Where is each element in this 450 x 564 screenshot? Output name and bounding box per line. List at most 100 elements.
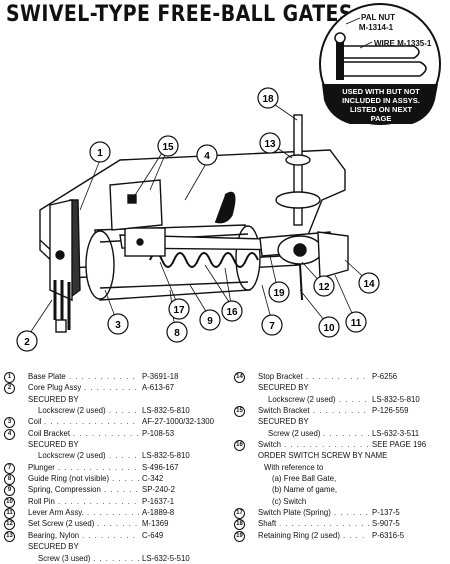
- leader-dots: . . . . . . . . . . . . . . . . . . . . …: [104, 485, 139, 495]
- wire-label: WIRE M-1335-1: [374, 39, 432, 48]
- fastener-name: Lockscrew (2 used): [268, 394, 336, 404]
- part-name: Guide Ring (not visible): [28, 474, 110, 484]
- callout-2: 2: [16, 330, 38, 352]
- secured-by-note: ORDER SWITCH SCREW BY NAME: [258, 451, 388, 461]
- part-callout-number: 19: [234, 530, 245, 542]
- part-callout-number: 16: [234, 440, 245, 452]
- part-callout-number: 12: [4, 519, 15, 531]
- part-number: SEE PAGE 196: [372, 440, 427, 450]
- parts-list-row: (a) Free Ball Gate,: [234, 473, 448, 484]
- part-name: Switch Bracket: [258, 406, 310, 416]
- part-name: Base Plate: [28, 372, 66, 381]
- part-number: P-108-53: [142, 428, 175, 438]
- parts-list-row: 16 Switch. . . . . . . . . . . . . . . . …: [234, 439, 448, 452]
- pal-nut-inset: PAL NUT M-1314-1 WIRE M-1335-1 USED WITH…: [319, 3, 441, 125]
- callout-18: 18: [257, 87, 279, 109]
- parts-list-row: Lockscrew (2 used). . . . . . . . . . . …: [4, 405, 218, 416]
- leader-dots: . . . . . . . . . . . . . . . . . . . . …: [306, 372, 369, 381]
- inset-note-line-3: LISTED ON NEXT: [350, 105, 413, 114]
- part-number: C-342: [142, 474, 164, 484]
- part-number: P-1637-1: [142, 496, 175, 506]
- part-callout-number: 7: [4, 462, 15, 474]
- part-callout-number: 14: [234, 372, 245, 383]
- callout-9: 9: [199, 309, 221, 331]
- svg-text:11: 11: [351, 318, 362, 329]
- part-callout-number: 13: [4, 530, 15, 542]
- leader-dots: . . . . . . . . . . . . . . . . . . . . …: [343, 530, 369, 540]
- parts-list-row: SECURED BY: [234, 416, 448, 427]
- fastener-name: Lockscrew (2 used): [38, 406, 106, 416]
- part-number: LS-832-5-810: [142, 406, 190, 416]
- callout-markers: 1 2 3 4 15 18 13 14 12 19 16 17 9 8 7 10…: [16, 87, 380, 352]
- page-title: SWIVEL-TYPE FREE-BALL GATES: [6, 2, 353, 27]
- parts-list-row: 14 Stop Bracket. . . . . . . . . . . . . …: [234, 371, 448, 383]
- exploded-diagram: PAL NUT M-1314-1 WIRE M-1335-1 USED WITH…: [16, 3, 441, 352]
- leader-dots: . . . . . . . . . . . . . . . . . . . . …: [97, 519, 139, 529]
- part-number: P-126-559: [372, 406, 409, 416]
- leader-dots: . . . . . . . . . . . . . . . . . . . . …: [284, 440, 369, 450]
- svg-text:4: 4: [204, 151, 210, 162]
- secured-by-note: SECURED BY: [28, 394, 79, 404]
- reference-note: With reference to: [264, 462, 324, 472]
- part-number: C-649: [142, 530, 164, 540]
- leader-dots: . . . . . . . . . . . . . . . . . . . . …: [58, 462, 139, 472]
- part-callout-number: 3: [4, 417, 15, 429]
- parts-list-row: 8 Guide Ring (not visible). . . . . . . .…: [4, 473, 218, 486]
- svg-text:13: 13: [264, 139, 276, 150]
- part-number: M-1369: [142, 519, 169, 529]
- part-callout-number: 4: [4, 428, 15, 440]
- svg-text:15: 15: [162, 142, 174, 153]
- leader-dots: . . . . . . . . . . . . . . . . . . . . …: [84, 383, 139, 393]
- part-name: Coil Bracket: [28, 428, 71, 438]
- part-name: Shaft: [258, 519, 277, 529]
- part-name: Stop Bracket: [258, 372, 303, 381]
- fastener-name: Screw (2 used): [268, 428, 321, 438]
- svg-text:17: 17: [173, 305, 185, 316]
- part-callout-number: 11: [4, 508, 15, 520]
- svg-text:7: 7: [269, 321, 275, 332]
- secured-by-note: SECURED BY: [28, 440, 79, 450]
- part-name: Spring, Compression: [28, 485, 101, 495]
- parts-list-row: SECURED BY: [234, 382, 448, 393]
- parts-list-row: (b) Name of game,: [234, 484, 448, 495]
- part-number: LS-832-5-810: [142, 451, 190, 461]
- svg-text:9: 9: [207, 316, 213, 327]
- pal-nut-part: M-1314-1: [359, 23, 394, 32]
- inset-note-line-4: PAGE: [371, 114, 392, 123]
- svg-text:2: 2: [24, 337, 30, 348]
- reference-item: (a) Free Ball Gate,: [272, 474, 337, 484]
- part-name: Plunger: [28, 462, 55, 472]
- parts-list-row: Lockscrew (2 used). . . . . . . . . . . …: [234, 394, 448, 405]
- callout-1: 1: [89, 141, 111, 163]
- callout-3: 3: [107, 313, 129, 335]
- fastener-name: Lockscrew (2 used): [38, 451, 106, 461]
- part-number: S-496-167: [142, 462, 179, 472]
- part-name: Switch: [258, 440, 281, 450]
- secured-by-note: SECURED BY: [28, 542, 79, 552]
- part-number: LS-632-5-510: [142, 553, 190, 563]
- parts-list-row: Screw (2 used). . . . . . . . . . . . . …: [234, 428, 448, 439]
- reference-item: (b) Name of game,: [272, 485, 337, 495]
- parts-list-row: SECURED BY: [4, 541, 218, 552]
- part-callout-number: 10: [4, 496, 15, 508]
- svg-text:8: 8: [174, 328, 180, 339]
- part-number: LS-632-3-511: [372, 428, 420, 438]
- callout-11: 11: [345, 311, 367, 333]
- leader-dots: . . . . . . . . . . . . . . . . . . . . …: [112, 474, 139, 484]
- part-number: LS-832-5-810: [372, 394, 420, 404]
- svg-text:3: 3: [115, 320, 121, 331]
- leader-dots: . . . . . . . . . . . . . . . . . . . . …: [58, 496, 139, 506]
- secured-by-note: SECURED BY: [258, 417, 309, 427]
- callout-14: 14: [358, 272, 380, 294]
- part-callout-number: 9: [4, 485, 15, 497]
- part-callout-number: 8: [4, 474, 15, 486]
- callout-15: 15: [157, 135, 179, 157]
